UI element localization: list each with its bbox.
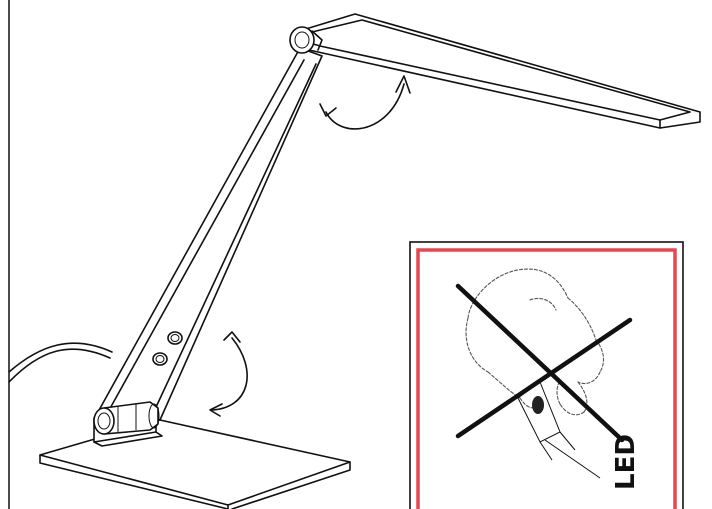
prohibited-cross-icon bbox=[455, 283, 633, 443]
hand-touching-led-icon bbox=[465, 268, 605, 479]
led-device-icon bbox=[532, 396, 544, 414]
power-cable-edge bbox=[8, 342, 113, 373]
head-rotation-arrow bbox=[319, 75, 411, 130]
lower-arm bbox=[97, 47, 323, 421]
lamp-base bbox=[39, 419, 351, 509]
upper-hinge bbox=[289, 26, 323, 54]
power-cable bbox=[8, 348, 111, 383]
warning-panel: LED bbox=[409, 241, 684, 509]
arm-button-lower bbox=[152, 352, 168, 366]
arm-rotation-arrow bbox=[209, 331, 248, 417]
lower-hinge bbox=[93, 401, 160, 435]
warning-red-frame bbox=[416, 248, 677, 509]
lamp-head bbox=[295, 13, 701, 129]
arm-button-upper bbox=[167, 331, 183, 345]
led-label: LED bbox=[611, 434, 641, 490]
